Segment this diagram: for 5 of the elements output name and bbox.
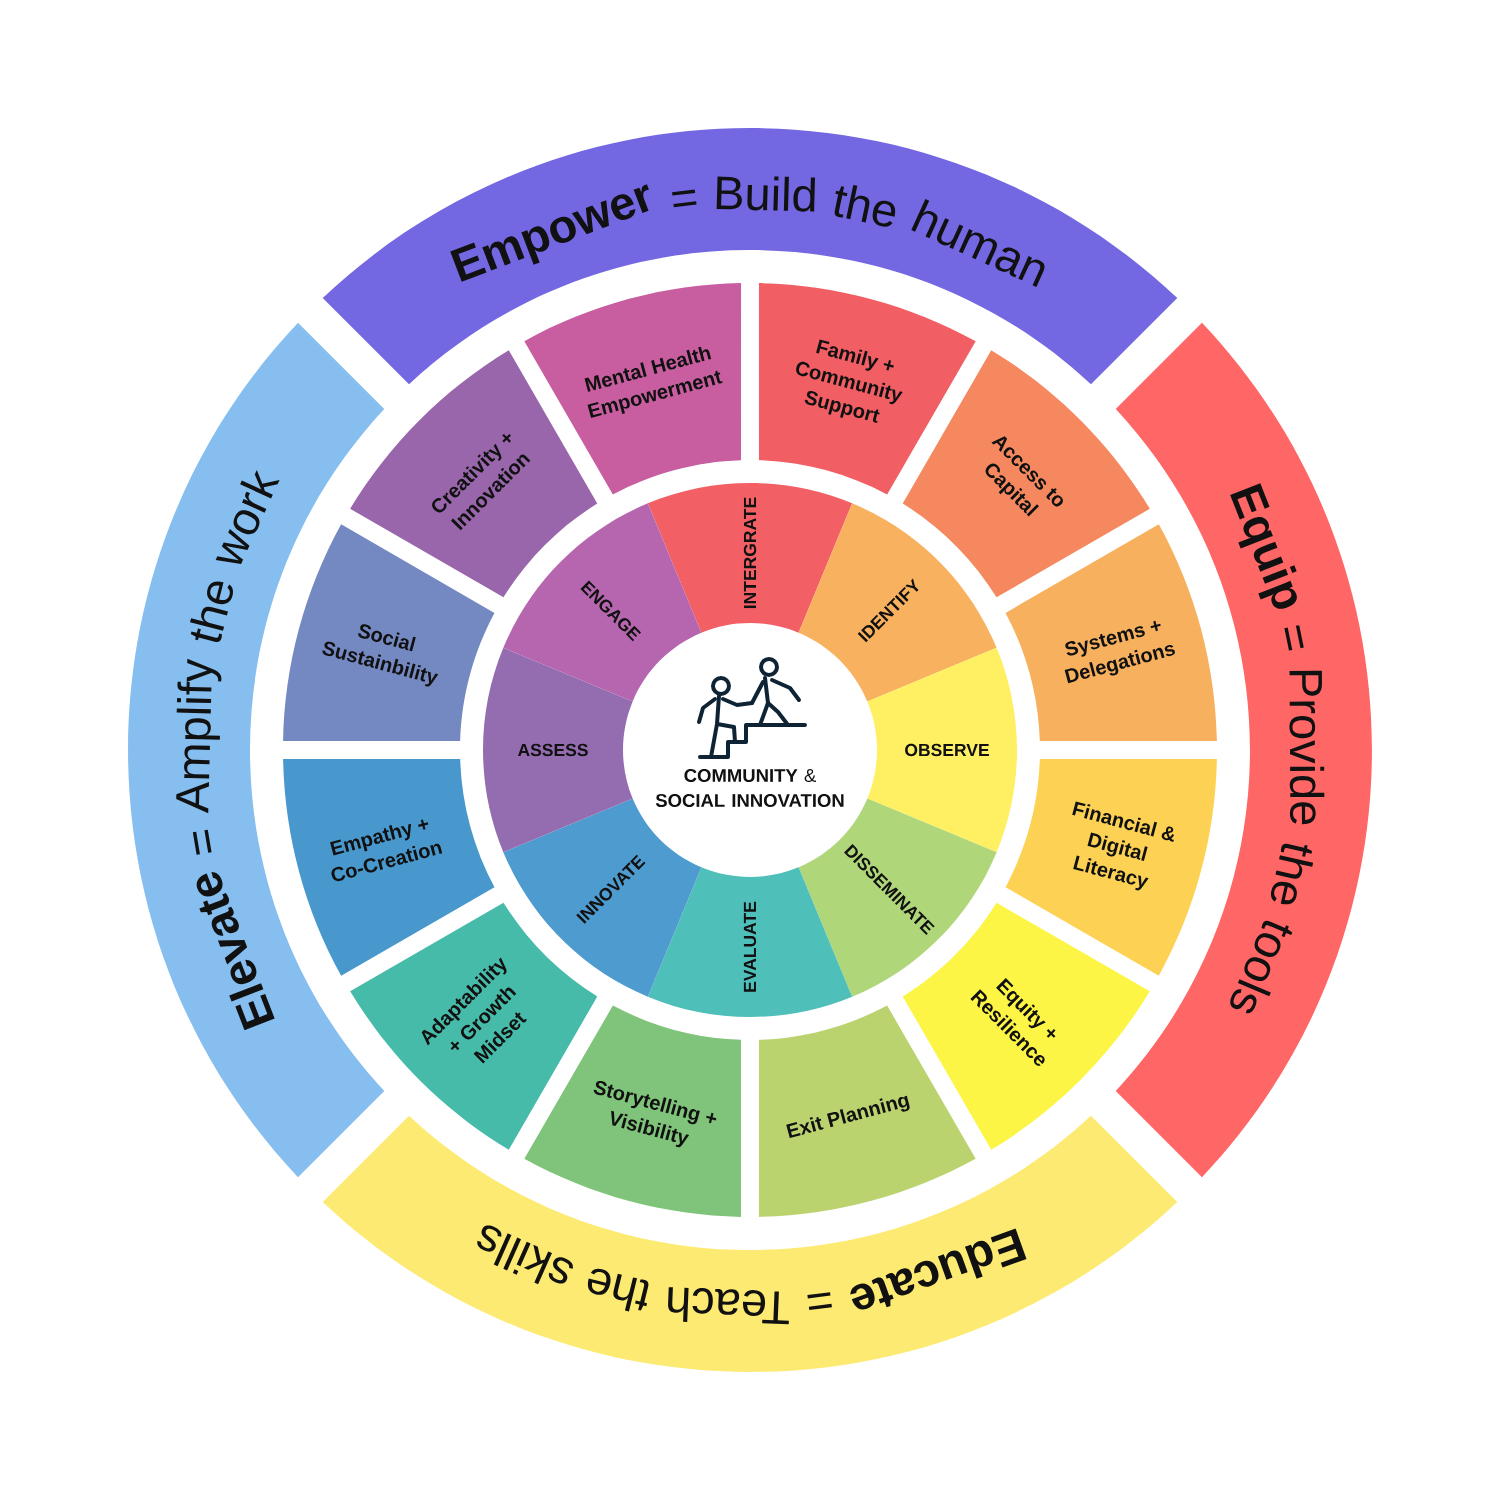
wheel-segment: INTERGRATE	[647, 483, 853, 633]
wheel-segment: OBSERVE	[867, 647, 1017, 853]
wheel-segment: ASSESS	[483, 647, 633, 853]
wheel-segment: EVALUATE	[647, 867, 853, 1017]
ring-segment: Exit Planning	[758, 1005, 976, 1217]
